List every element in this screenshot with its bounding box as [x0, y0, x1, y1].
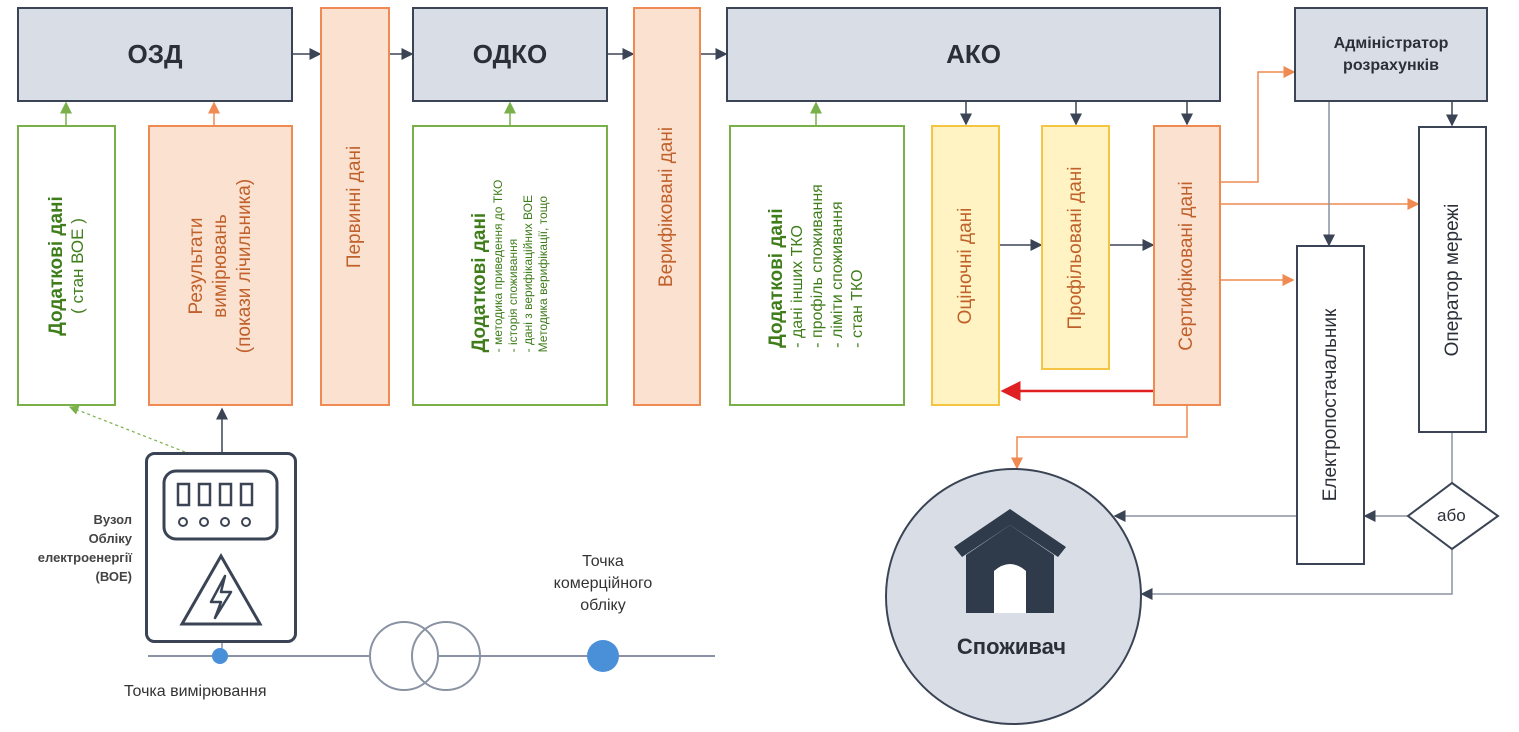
extra-data-ako-item: - ліміти споживання — [829, 200, 846, 348]
ozd-block: ОЗД — [17, 7, 293, 102]
certified-data-block: Сертифіковані дані — [1153, 125, 1221, 406]
primary-data-block: Первинні дані — [320, 7, 390, 406]
measurement-point-label: Точка вимірювання — [124, 683, 267, 700]
operator-block: Оператор мережі — [1418, 126, 1487, 433]
extra-data-odko-item: - методика приведення до ТКО — [491, 179, 505, 352]
estimated-data-block: Оціночні дані — [931, 125, 1000, 406]
or-label: або — [1437, 506, 1466, 525]
measurement-line-1: Результати — [185, 216, 207, 315]
estimated-data-label: Оціночні дані — [954, 207, 976, 324]
consumer-circle — [885, 468, 1142, 725]
admin-block: Адміністратор розрахунків — [1294, 7, 1488, 102]
profiled-data-label: Профільовані дані — [1064, 165, 1086, 330]
extra-data-ako-item: - дані інших ТКО — [789, 224, 806, 348]
extra-data-ako-block: Додаткові дані - дані інших ТКО - профіл… — [729, 125, 905, 406]
commercial-point-line: Точка — [582, 553, 624, 570]
ako-block: АКО — [726, 7, 1221, 102]
ako-label: АКО — [946, 39, 1001, 69]
meter-label: Вузол Обліку електроенергії (ВОЕ) — [0, 510, 132, 586]
verified-data-block: Верифіковані дані — [633, 7, 701, 406]
extra-data-ako-text: Додаткові дані - дані інших ТКО - профіл… — [766, 184, 868, 348]
extra-data-ako-item: - стан ТКО — [849, 268, 866, 348]
measurement-line-2: вимірювань — [209, 213, 231, 318]
commercial-point-label: Точка комерційного обліку — [522, 551, 684, 617]
measurement-line-3: (покази лічильника) — [233, 178, 255, 353]
verified-data-label: Верифіковані дані — [656, 126, 677, 287]
supplier-block: Електропостачальник — [1296, 245, 1365, 565]
house-icon — [954, 509, 1066, 613]
ozd-label: ОЗД — [127, 39, 183, 69]
extra-data-boe-text: Додаткові дані ( стан ВОЕ ) — [46, 196, 88, 336]
operator-label: Оператор мережі — [1441, 203, 1463, 356]
measurement-results-block: Результати вимірювань (покази лічильника… — [148, 125, 293, 406]
extra-data-ako-item: - профіль споживання — [809, 183, 826, 348]
meter-icon — [145, 452, 297, 643]
extra-data-odko-item: - історія споживання — [506, 238, 520, 352]
extra-data-odko-block: Додаткові дані - методика приведення до … — [412, 125, 608, 406]
extra-data-odko-item: Методика верифікації, тощо — [536, 195, 550, 352]
extra-data-boe-block: Додаткові дані ( стан ВОЕ ) — [17, 125, 116, 406]
meter-label-line: Обліку — [88, 531, 132, 546]
certified-data-label: Сертифіковані дані — [1176, 180, 1197, 351]
extra-data-odko-title: Додаткові дані — [469, 212, 490, 352]
extra-data-boe-sub: ( стан ВОЕ ) — [67, 217, 87, 314]
meter-label-line: електроенергії — [37, 550, 132, 565]
extra-data-ako-title: Додаткові дані — [766, 207, 787, 348]
extra-data-boe-title: Додаткові дані — [45, 195, 67, 336]
extra-data-odko-item: - дані з верифікаційних ВОЕ — [521, 194, 535, 352]
measurement-results-text: Результати вимірювань (покази лічильника… — [185, 178, 257, 352]
meter-label-line: Вузол — [93, 512, 132, 527]
profiled-data-block: Профільовані дані — [1041, 125, 1110, 370]
admin-label: Адміністратор розрахунків — [1333, 34, 1449, 74]
primary-data-label: Первинні дані — [344, 145, 365, 268]
commercial-point-line: комерційного — [553, 575, 653, 592]
odko-label: ОДКО — [472, 39, 548, 69]
meter-label-line: (ВОЕ) — [95, 569, 132, 584]
extra-data-odko-text: Додаткові дані - методика приведення до … — [469, 179, 551, 352]
odko-block: ОДКО — [412, 7, 608, 102]
commercial-point-line: обліку — [580, 597, 626, 614]
consumer-label: Споживач — [956, 634, 1067, 659]
supplier-label: Електропостачальник — [1319, 308, 1341, 502]
